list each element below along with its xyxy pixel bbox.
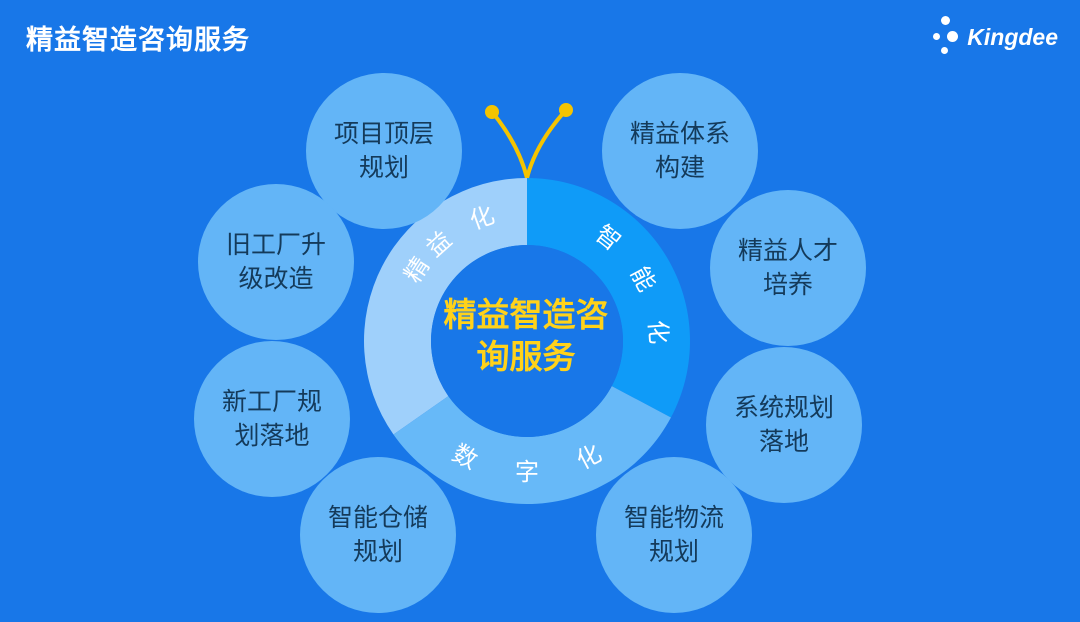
bubble-lean-system: 精益体系构建 <box>602 73 758 229</box>
bubble-lean-talent: 精益人才培养 <box>710 190 866 346</box>
antenna-left-tip <box>485 105 499 119</box>
antenna-right <box>525 109 567 179</box>
bubble-project-planning: 项目顶层规划 <box>306 73 462 229</box>
ring-segment-smart <box>527 178 690 418</box>
bubble-new-factory-planning: 新工厂规划落地 <box>194 341 350 497</box>
antenna-left <box>491 111 529 179</box>
kingdee-logo: Kingdee <box>931 16 1058 58</box>
ring-segment-digital <box>393 386 671 504</box>
bubble-smart-logistics: 智能物流规划 <box>596 457 752 613</box>
ring-label-char: 化 <box>642 318 673 345</box>
page-title: 精益智造咨询服务 <box>26 25 250 56</box>
ring-label-char: 字 <box>515 458 539 486</box>
logo-text: Kingdee <box>967 23 1058 50</box>
ring-core <box>431 245 623 437</box>
center-title: 精益智造咨询服务 <box>443 295 609 376</box>
bubble-old-factory-upgrade: 旧工厂升级改造 <box>198 184 354 340</box>
bubble-smart-warehouse: 智能仓储规划 <box>300 457 456 613</box>
logo-dots-icon <box>931 16 965 58</box>
antenna-right-tip <box>559 103 573 117</box>
bubble-system-planning: 系统规划落地 <box>706 347 862 503</box>
ring-segment-lean <box>364 178 527 435</box>
